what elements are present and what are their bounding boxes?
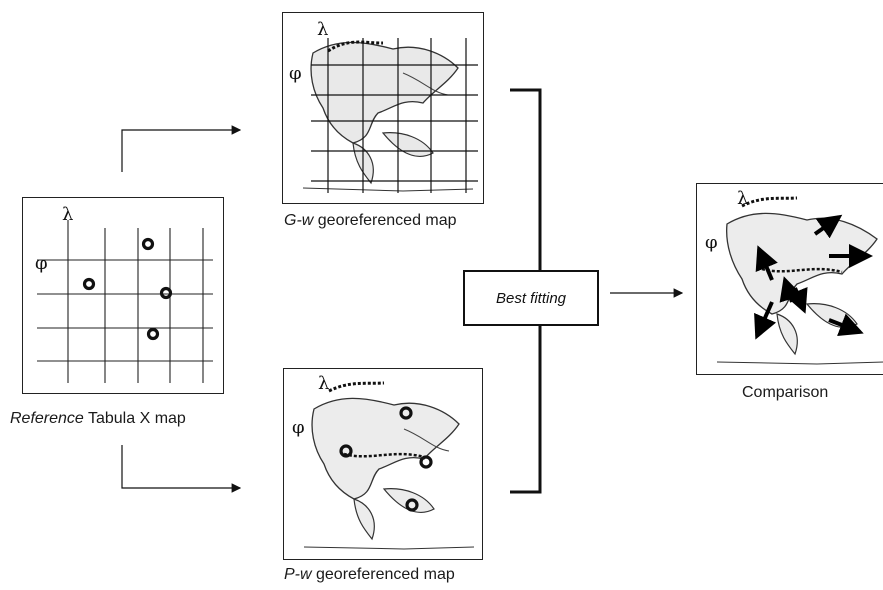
arrow-to-pw [121,445,242,493]
comparison-map: λ φ [696,183,883,375]
pw-map-drawing [303,381,475,550]
gw-caption: G-w georeferenced map [284,212,457,229]
displacement-vector [828,313,864,336]
comparison-caption: Comparison [742,384,829,401]
gw-map: λ φ [282,12,484,204]
reference-map: λ φ [22,197,224,394]
control-point [141,237,155,251]
displacement-vector [813,214,843,239]
control-point [399,406,413,420]
phi-label: φ [289,63,302,84]
reference-caption: Reference Tabula X map [10,410,186,427]
lambda-label: λ [62,204,74,225]
phi-label: φ [292,417,305,438]
lambda-label: λ [317,19,329,40]
comparison-map-drawing [716,196,883,365]
lambda-label: λ [737,188,749,209]
pw-map: λ φ [283,368,483,560]
displacement-vector [785,286,808,314]
control-point [146,327,160,341]
pw-caption: P-w georeferenced map [284,566,455,583]
lambda-label: λ [318,373,330,394]
control-point [159,286,173,300]
displacement-vector [755,245,778,281]
control-point [82,277,96,291]
control-point [419,455,433,469]
control-point [339,444,353,458]
phi-label: φ [705,232,718,253]
displacement-vector [754,301,777,340]
gw-map-drawing [302,38,478,193]
best-fitting-box: Best fitting [463,270,599,326]
phi-label: φ [35,253,48,274]
reference-grid [37,220,213,383]
control-point [405,498,419,512]
arrow-to-gw [121,125,242,172]
